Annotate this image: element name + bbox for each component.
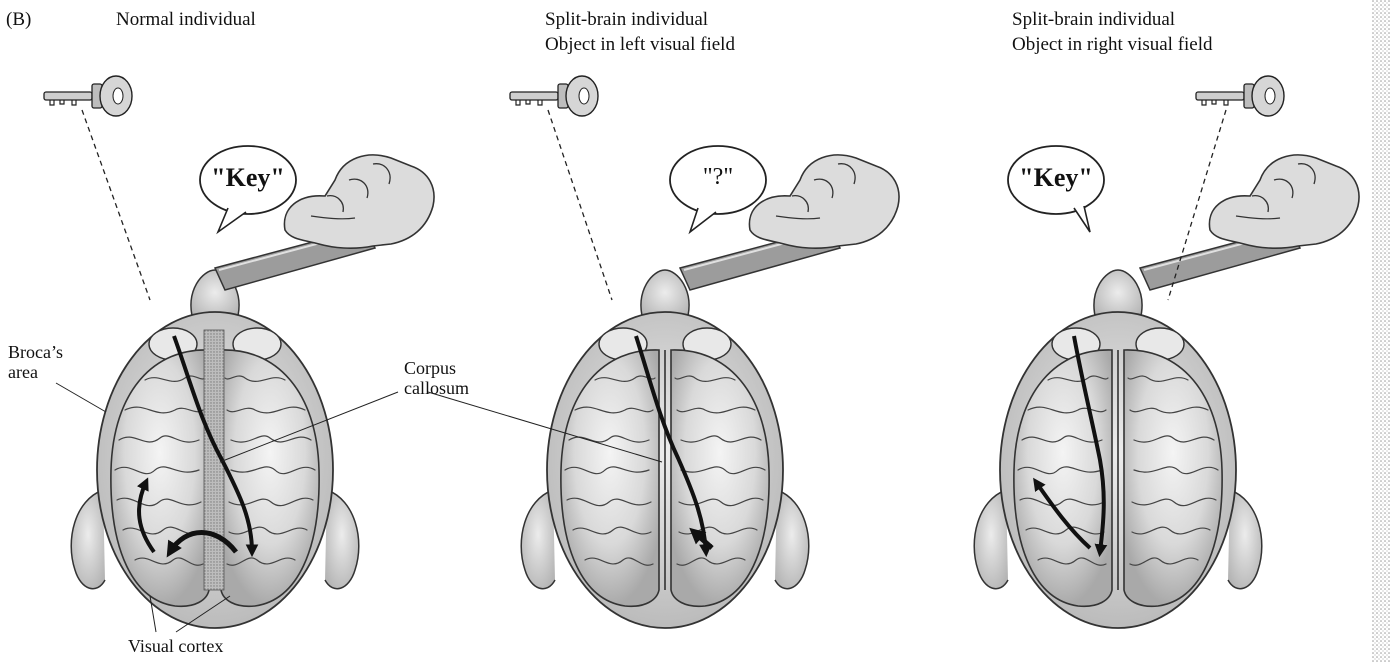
key-icon <box>44 76 132 116</box>
panel1-speech-text: "Key" <box>200 163 296 193</box>
panel3-speech-text: "Key" <box>1008 163 1104 193</box>
edge-stipple <box>1372 0 1390 662</box>
panel3-split-right <box>974 76 1359 628</box>
corpus-callosum-label-1: Corpus <box>404 358 456 378</box>
panel2-sightline <box>548 110 612 300</box>
corpus-callosum-label-2: callosum <box>404 378 469 398</box>
brocas-area-label-1: Broca’s <box>8 342 63 362</box>
brocas-leader <box>56 383 106 412</box>
key-icon <box>1196 76 1284 116</box>
panel2-split-left <box>428 76 899 628</box>
panel1-sightline <box>82 110 150 300</box>
visual-cortex-label: Visual cortex <box>128 636 223 656</box>
panel1-normal <box>44 76 434 632</box>
key-icon <box>510 76 598 116</box>
panel2-speech-text: "?" <box>670 164 766 191</box>
panel3-hand-card <box>1140 155 1359 290</box>
brocas-area-label-2: area <box>8 362 38 382</box>
